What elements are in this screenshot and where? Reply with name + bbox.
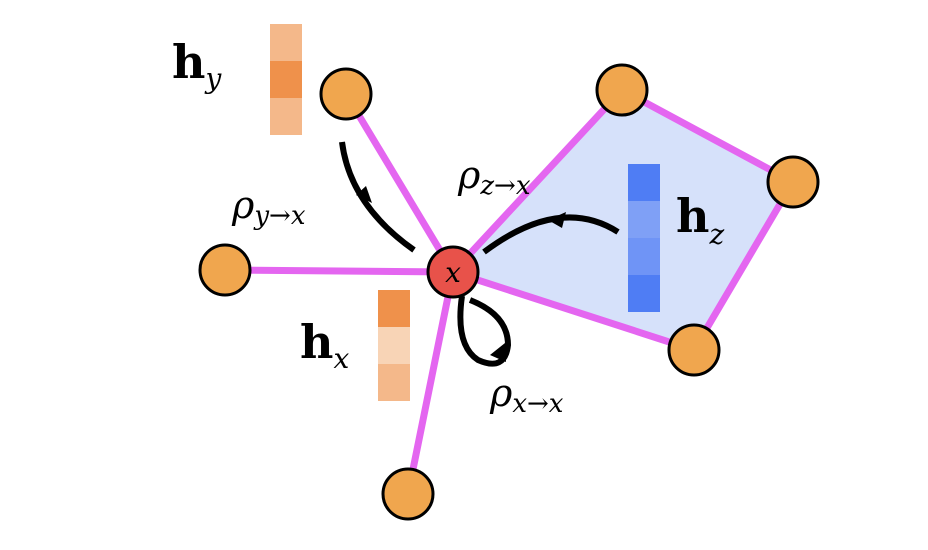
node-cell-bottom	[667, 323, 721, 377]
rho-y-base: ρ	[231, 183, 255, 227]
label-h-x: hx	[300, 315, 349, 375]
node-x	[426, 245, 480, 299]
h-z-cell-4	[628, 275, 660, 312]
arrow-head-y	[356, 186, 372, 203]
rho-x-sub: x→x	[512, 389, 563, 419]
edge-x-cell-bottom	[449, 268, 698, 354]
label-h-y: hy	[172, 35, 222, 95]
h-x-cell-2	[378, 327, 410, 364]
feature-vector-h-x	[378, 290, 410, 401]
label-rho-z: ρz→x	[457, 153, 531, 201]
h-x-cell-3	[378, 364, 410, 401]
h-z-cell-1	[628, 164, 660, 201]
node-cell-right	[766, 155, 820, 209]
node-bottom	[381, 467, 435, 521]
h-z-base: h	[676, 189, 709, 243]
edge-cell-right-bottom	[690, 178, 797, 354]
edge-x-left	[221, 266, 457, 276]
label-h-z: hz	[676, 189, 724, 251]
feature-vector-h-z	[628, 164, 660, 312]
arrow-head-z	[548, 212, 566, 228]
h-y-cell-2	[270, 61, 302, 98]
h-z-sub: z	[708, 218, 724, 251]
h-y-cell-1	[270, 24, 302, 61]
edge-cell-top-right	[618, 86, 797, 186]
node-y	[319, 67, 373, 121]
arrow-rho-x-to-x	[457, 295, 512, 367]
rho-z-sub: z→x	[479, 171, 530, 201]
edge-x-y	[342, 90, 457, 276]
h-x-base: h	[300, 315, 333, 369]
arrow-head-x	[490, 343, 506, 362]
nodes	[198, 63, 820, 521]
node-x-label: x	[445, 256, 461, 289]
edge-x-bottom	[404, 268, 457, 498]
h-x-sub: x	[333, 342, 349, 375]
arrow-rho-y-to-x	[339, 141, 416, 253]
h-x-cell-1	[378, 290, 410, 327]
node-cell-top	[595, 63, 649, 117]
h-z-cell-3	[628, 238, 660, 275]
rho-x-base: ρ	[489, 371, 513, 415]
edges	[221, 86, 797, 498]
node-left	[198, 243, 252, 297]
rho-y-sub: y→x	[253, 201, 305, 231]
rho-z-base: ρ	[457, 153, 481, 197]
edge-x-cell-top	[449, 86, 626, 276]
h-y-cell-3	[270, 98, 302, 135]
h-y-sub: y	[203, 62, 222, 95]
h-z-cell-2	[628, 201, 660, 238]
label-rho-x: ρx→x	[489, 371, 564, 419]
higher-order-cell	[453, 90, 793, 350]
feature-vector-h-y	[270, 24, 302, 135]
h-y-base: h	[172, 35, 205, 89]
label-rho-y: ρy→x	[231, 183, 306, 231]
